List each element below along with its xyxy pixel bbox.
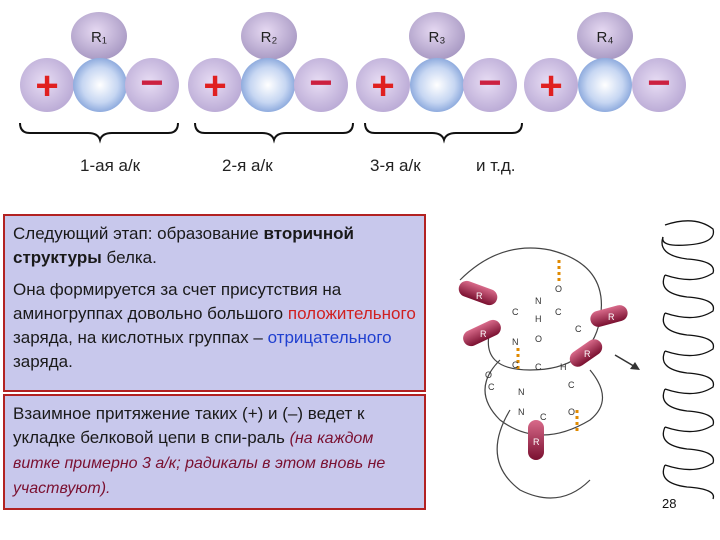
svg-text:R: R — [533, 437, 540, 447]
radical-cylinder-4: R — [569, 339, 603, 367]
aa-label-3: 3-я а/к — [370, 156, 421, 175]
center-circle-1 — [73, 58, 127, 112]
atom-c-3: C — [575, 324, 582, 334]
radical-cylinder-1: R — [458, 280, 498, 306]
explanation-box-1: Следующий этап: образование вторичной ст… — [3, 214, 426, 392]
atom-c-2: C — [555, 307, 562, 317]
aa-label-1: 1-ая а/к — [80, 156, 141, 175]
p2-positive-word: положительного — [287, 304, 416, 323]
minus-circle-2 — [294, 58, 348, 112]
atom-c-4: C — [512, 360, 519, 370]
atom-o-3: O — [485, 370, 492, 380]
atom-o-2: O — [535, 334, 542, 344]
svg-text:R: R — [608, 312, 615, 322]
atom-n-2: N — [512, 337, 519, 347]
minus-sign-1: − — [140, 61, 163, 105]
center-circle-4 — [578, 58, 632, 112]
spiral-coil-icon — [661, 220, 715, 500]
atom-o-4: O — [568, 407, 575, 417]
svg-text:R: R — [480, 329, 487, 339]
radical-cylinder-3: R — [590, 305, 628, 327]
radical-label-2: R₂ — [261, 29, 278, 46]
p3-italic-note: (на каждом витке примерно 3 а/к; радикал… — [13, 430, 386, 497]
aa-label-4: и т.д. — [476, 156, 516, 175]
radical-label-1: R₁ — [91, 29, 107, 46]
center-circle-2 — [241, 58, 295, 112]
arrow-icon — [614, 354, 640, 370]
plus-sign-2: + — [203, 64, 226, 108]
minus-sign-4: − — [647, 61, 670, 105]
paragraph-2: Она формируется за счет присутствия на а… — [13, 278, 416, 374]
radical-circle-4 — [577, 12, 633, 60]
p2-negative-word: отрицательного — [267, 328, 392, 347]
alpha-helix-diagram: R R R R R O N C C H C N O C C O H C N C … — [458, 247, 640, 499]
p3-text-a: Взаимное притяжение таких (+) и (–) веде… — [13, 404, 365, 447]
brace-1 — [19, 122, 179, 144]
plus-sign-4: + — [539, 64, 562, 108]
amino-acid-4 — [524, 12, 686, 112]
plus-sign-1: + — [35, 64, 58, 108]
explanation-box-2: Взаимное притяжение таких (+) и (–) веде… — [3, 394, 426, 510]
atom-c-5: C — [535, 362, 542, 372]
atom-h-1: H — [535, 314, 542, 324]
atom-c-8: C — [540, 412, 547, 422]
radical-circle-2 — [241, 12, 297, 60]
center-circle-3 — [410, 58, 464, 112]
radical-cylinder-5: R — [528, 420, 544, 460]
radical-circle-3 — [409, 12, 465, 60]
radical-label-4: R₄ — [597, 29, 614, 46]
atom-n-3: N — [518, 387, 525, 397]
p2-text-c: заряда. — [13, 352, 73, 371]
minus-sign-3: − — [478, 61, 501, 105]
minus-circle-1 — [125, 58, 179, 112]
p1-text-a: Следующий этап: образование — [13, 224, 264, 243]
atom-c-6: C — [488, 382, 495, 392]
amino-acid-chain: R₁ R₂ R₃ R₄ + − + − + − + − — [19, 12, 686, 144]
plus-circle-3 — [356, 58, 410, 112]
page-number: 28 — [662, 496, 677, 511]
amino-acid-1 — [20, 12, 179, 112]
minus-circle-4 — [632, 58, 686, 112]
paragraph-3: Взаимное притяжение таких (+) и (–) веде… — [13, 402, 416, 501]
plus-circle-2 — [188, 58, 242, 112]
minus-circle-3 — [463, 58, 517, 112]
atom-h-2: H — [560, 362, 567, 372]
atom-c-7: C — [568, 380, 575, 390]
brace-3 — [364, 122, 523, 144]
atom-n-4: N — [518, 407, 525, 417]
atom-n-1: N — [535, 296, 542, 306]
minus-sign-2: − — [309, 61, 332, 105]
aa-label-2: 2-я а/к — [222, 156, 273, 175]
plus-circle-4 — [524, 58, 578, 112]
atom-o-1: O — [555, 284, 562, 294]
radical-circle-1 — [71, 12, 127, 60]
amino-acid-3 — [356, 12, 517, 112]
p2-text-b: заряда, на кислотных группах – — [13, 328, 268, 347]
radical-label-3: R₃ — [429, 29, 446, 46]
p2-text-a: Она формируется за счет присутствия на а… — [13, 280, 342, 323]
p1-text-c: белка. — [101, 248, 157, 267]
p1-bold-term: вторичной структуры — [13, 224, 355, 267]
atom-c-1: C — [512, 307, 519, 317]
svg-text:R: R — [584, 349, 591, 359]
svg-text:R: R — [476, 291, 483, 301]
plus-sign-3: + — [371, 64, 394, 108]
brace-2 — [194, 122, 354, 144]
plus-circle-1 — [20, 58, 74, 112]
radical-cylinder-2: R — [463, 319, 501, 347]
amino-acid-2 — [188, 12, 348, 112]
paragraph-1: Следующий этап: образование вторичной ст… — [13, 222, 416, 270]
